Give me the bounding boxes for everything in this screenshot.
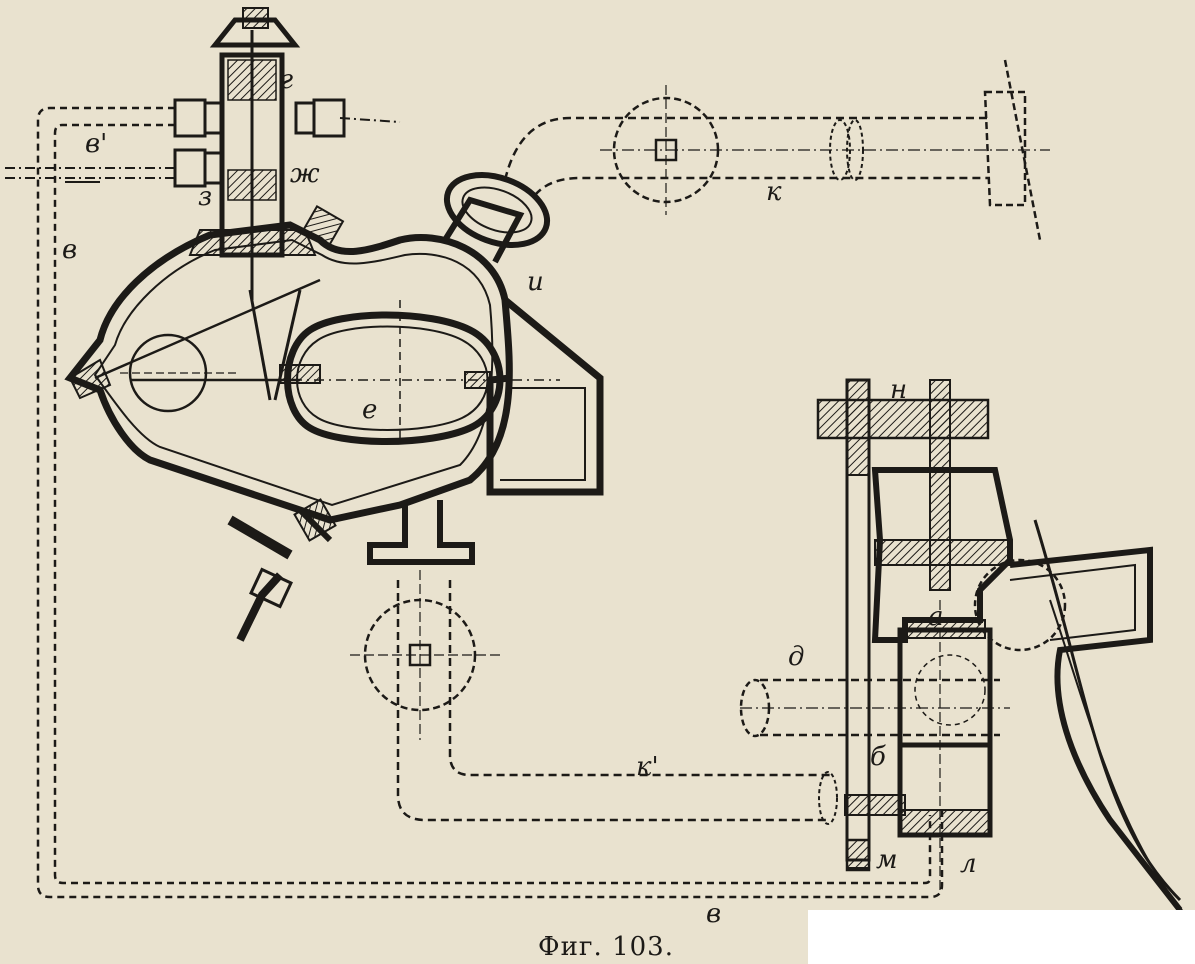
outlet-flange — [443, 172, 551, 248]
pipe-k-upper — [503, 116, 990, 181]
cylinder-upper — [897, 627, 993, 748]
float-linkage — [248, 289, 272, 401]
rod-connector — [844, 794, 906, 816]
cylinder-piston — [904, 619, 986, 639]
label-v-left: в — [62, 235, 77, 265]
right-curve-2 — [1049, 599, 1191, 921]
nut-upper-left — [173, 98, 207, 138]
long-rod-bottom — [846, 839, 870, 869]
label-b: б — [870, 742, 886, 772]
long-rod-top — [846, 379, 870, 476]
pipe-k — [503, 59, 1050, 241]
pipe-k-prime — [350, 570, 838, 825]
label-a: а — [928, 602, 944, 632]
labels: в' г ж з в и е к н а д б к' м л в — [62, 65, 977, 929]
pipe-d-outline — [760, 678, 1000, 737]
label-zh: ж — [290, 159, 320, 189]
chamber-outer-wall — [64, 221, 513, 524]
float-chamber-assembly — [64, 172, 604, 642]
pipe-k-break — [829, 119, 851, 181]
drain-handle — [227, 515, 293, 560]
label-g: г — [280, 65, 293, 95]
adjust-stud — [929, 379, 951, 591]
lever-arm — [94, 278, 321, 380]
lever-pivot-block — [68, 358, 112, 400]
side-bracket-inner — [500, 387, 586, 481]
nut-lower-left-2 — [203, 151, 225, 185]
pipe-k-end-line — [1003, 59, 1042, 241]
pipe-v-outer — [36, 106, 944, 899]
label-v-prime: в' — [85, 129, 107, 159]
outlet-neck — [442, 196, 525, 264]
rod-end-coupling — [845, 838, 871, 872]
float-inner — [296, 325, 489, 431]
pipe-k-end-bracket — [983, 90, 1027, 207]
label-v-bottom: в — [706, 899, 721, 929]
pipe-d — [739, 678, 1010, 738]
float-body — [284, 311, 504, 445]
float-pin-block-right — [464, 371, 491, 389]
handwheel — [209, 17, 301, 48]
float-pin-block — [279, 364, 321, 384]
pipe-v-loop — [5, 106, 944, 899]
valve-base-flange — [188, 229, 317, 256]
label-d: д — [788, 642, 804, 672]
figure-caption: Фиг. 103. — [538, 932, 674, 962]
label-z: з — [198, 182, 212, 212]
top-bar — [816, 398, 990, 440]
drain-nozzle — [236, 572, 283, 642]
outlet-flange-inner — [461, 186, 533, 234]
drain-valve-body — [293, 498, 337, 542]
label-i: и — [527, 267, 544, 297]
drain-nut — [249, 567, 293, 609]
label-l: л — [960, 849, 977, 879]
nut-upper-right — [294, 101, 316, 135]
paper-blank-patch — [808, 910, 1195, 964]
pipe-k-break-2 — [846, 119, 864, 181]
pipe-v-prime-upper — [339, 117, 401, 123]
label-k: к — [766, 177, 782, 207]
housing-bridge — [874, 539, 1011, 566]
nut-upper-left-2 — [203, 101, 225, 135]
right-pipe — [1009, 546, 1183, 912]
bottom-outlet — [367, 500, 475, 565]
right-pipe-inner — [1009, 563, 1136, 641]
pipe-k-prime-break — [818, 771, 838, 825]
pipe-v-inner — [53, 123, 932, 885]
pipe-k-lower — [534, 176, 990, 196]
cylinder-inner-circle — [914, 654, 986, 726]
pipe-k-prime-right — [448, 580, 830, 777]
vent-plug — [301, 205, 345, 247]
handwheel-hub — [242, 7, 269, 29]
nut-upper-right-2 — [312, 98, 346, 138]
label-k-prime: к' — [636, 752, 659, 782]
label-m: м — [876, 845, 898, 875]
right-pulley — [973, 558, 1067, 652]
cylinder-base — [899, 809, 991, 836]
regulator-assembly — [816, 378, 1191, 921]
nut-lower-left — [173, 148, 207, 188]
valve-column — [173, 7, 346, 300]
label-e: е — [362, 395, 377, 425]
pipe-k-prime-left — [396, 580, 830, 822]
label-n: н — [890, 375, 907, 405]
